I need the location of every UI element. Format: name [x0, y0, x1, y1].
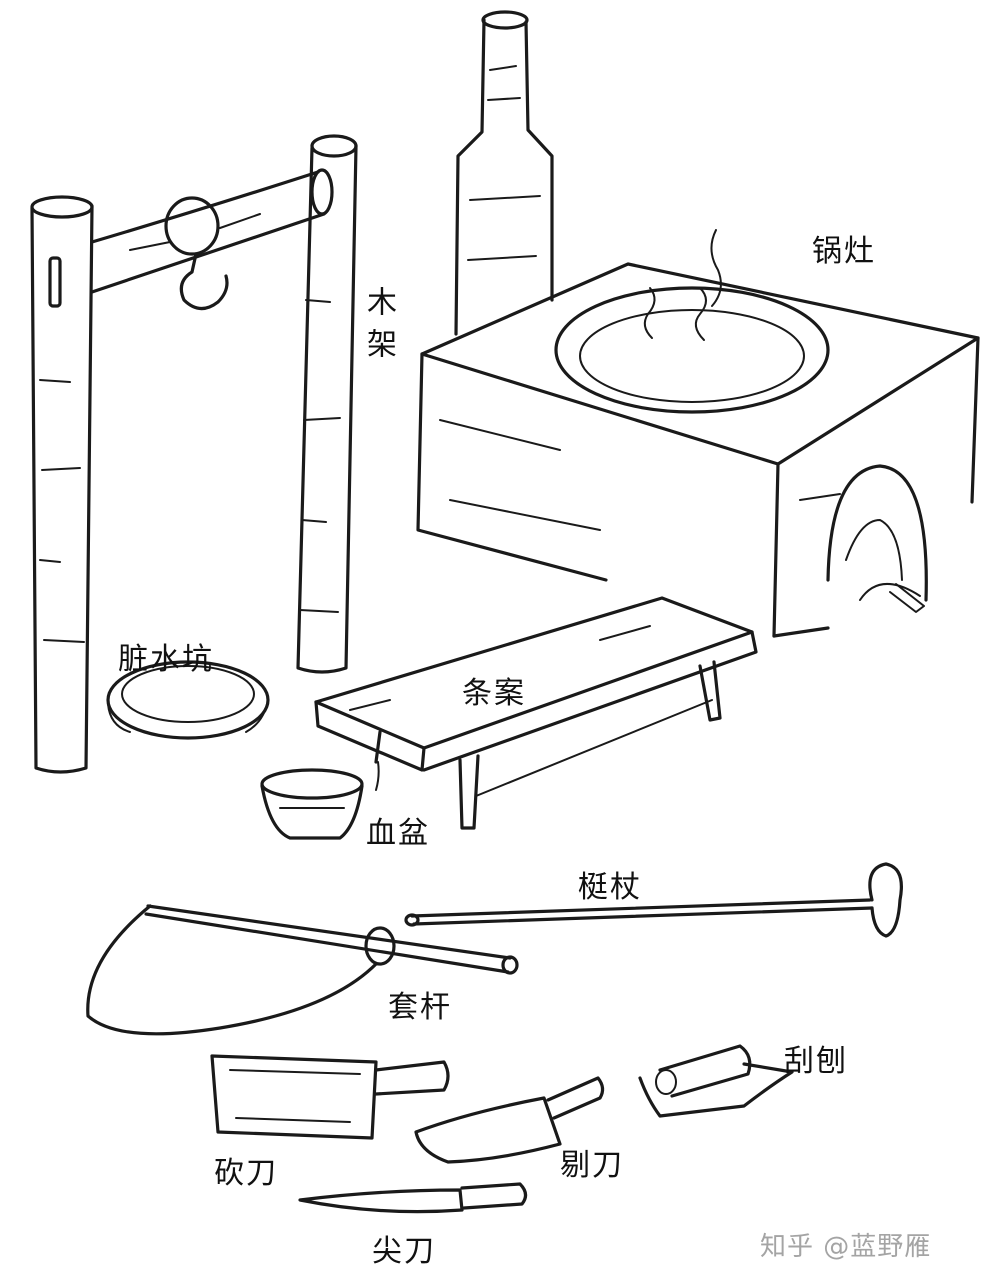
long-table-drawing [314, 596, 758, 830]
noose-pole-drawing [86, 904, 519, 1036]
scraper-drawing [638, 1044, 794, 1118]
label-noose-pole: 套杆 [388, 990, 452, 1025]
label-poking-rod: 梃杖 [578, 870, 642, 905]
label-long-table: 条案 [462, 676, 526, 711]
blood-basin-drawing [260, 761, 380, 840]
label-stove: 锅灶 [812, 234, 876, 269]
label-scraper: 刮刨 [784, 1044, 848, 1079]
label-dirty-water-pit: 脏水坑 [118, 642, 214, 677]
dirty-water-pit-drawing [106, 660, 270, 740]
skinning-knife-drawing [414, 1076, 605, 1164]
label-blood-basin: 血盆 [366, 816, 430, 851]
chopping-knife-drawing [210, 1054, 450, 1140]
label-pointed-knife: 尖刀 [372, 1234, 436, 1269]
label-wooden-frame: 木架 [361, 286, 396, 370]
label-chopping-knife: 砍刀 [214, 1156, 278, 1191]
wooden-frame-drawing [30, 134, 358, 774]
stove-drawing [416, 10, 980, 638]
poking-rod-drawing [404, 862, 903, 938]
label-skinning-knife: 剔刀 [560, 1148, 624, 1183]
watermark: 知乎 @蓝野雁 [760, 1232, 932, 1262]
pointed-knife-drawing [298, 1182, 528, 1214]
